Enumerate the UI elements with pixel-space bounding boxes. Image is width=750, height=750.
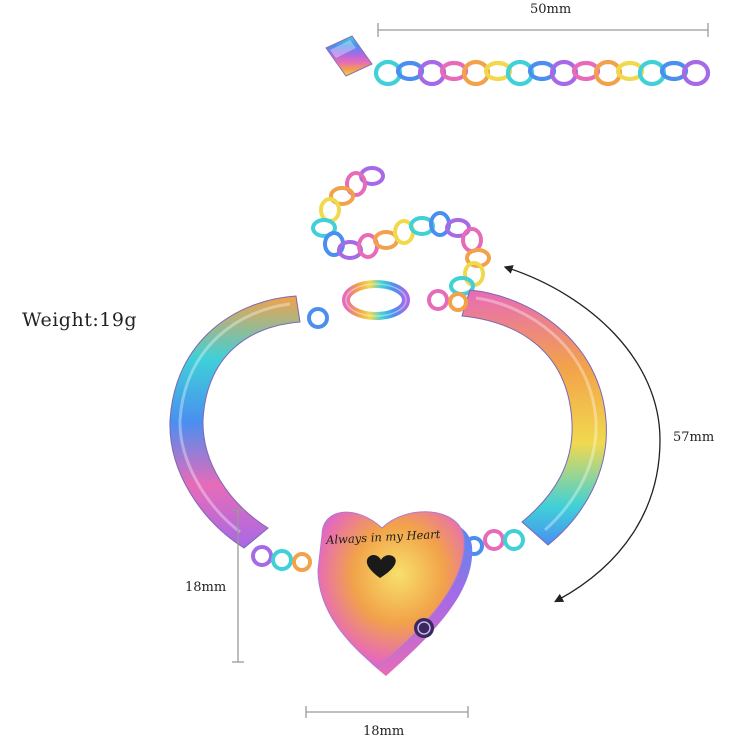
chain-link: [345, 171, 367, 197]
left-connector-rings: [251, 545, 312, 572]
bangle-right-band: [461, 289, 607, 546]
right-connector-rings: [464, 529, 525, 556]
extender-chain: [325, 35, 711, 87]
extender-length-label: 50mm: [530, 2, 572, 17]
engraved-heart-icon: [366, 554, 396, 578]
chain-link: [461, 227, 483, 253]
charm-width-label: 18mm: [363, 724, 405, 739]
chain-link: [329, 186, 355, 206]
charm-height-dimension: [232, 509, 244, 663]
charm-height-label: 18mm: [185, 580, 227, 595]
chain-link: [681, 59, 711, 87]
bangle-arc-length-label: 57mm: [673, 430, 715, 445]
extender-dimension-line: [377, 23, 709, 37]
screw-cap-icon: [414, 618, 434, 638]
chain-link: [311, 218, 337, 238]
charm-width-dimension: [305, 706, 469, 718]
bracelet-extension-chain: [311, 166, 491, 296]
lobster-clasp: [307, 280, 468, 329]
heart-urn-charm: [317, 511, 473, 676]
weight-label: Weight:19g: [22, 309, 138, 331]
bangle-left-band: [169, 295, 301, 549]
chain-link: [319, 197, 341, 223]
bangle-arc-dimension: [503, 265, 661, 603]
heart-face: [317, 511, 465, 669]
chain-end-tab: [325, 35, 373, 77]
